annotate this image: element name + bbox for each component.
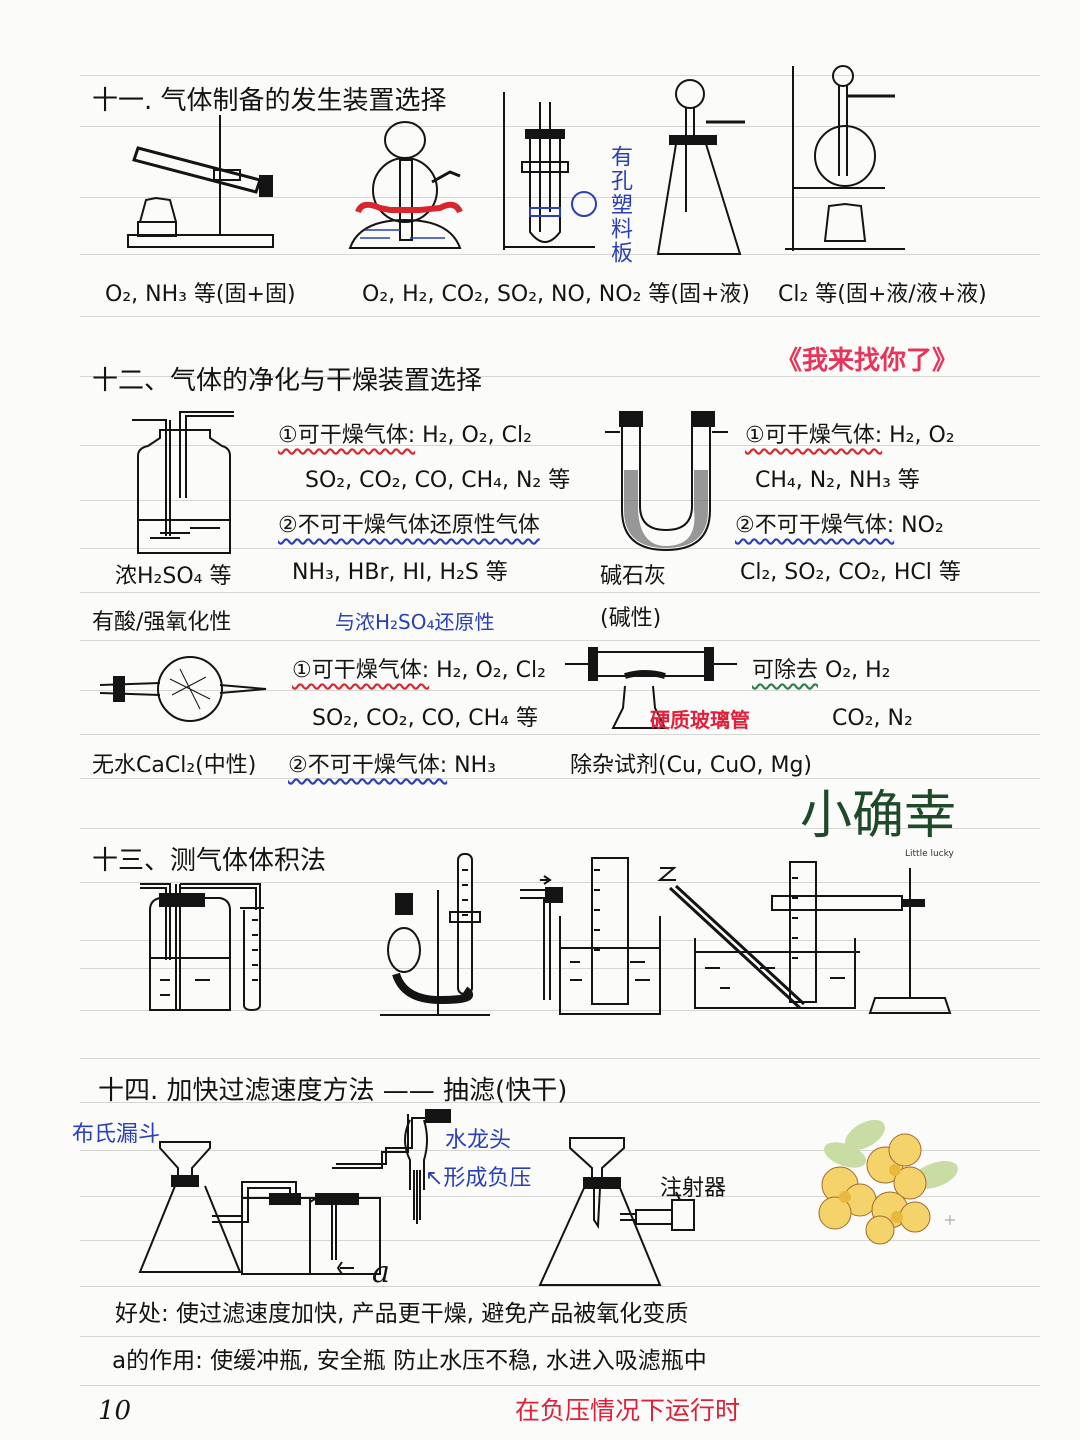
gas-volume-bottle-cylinder-diagram bbox=[140, 880, 280, 1015]
sticker-little-lucky-sub: Little lucky bbox=[905, 849, 954, 859]
gas-burette-diagram bbox=[380, 850, 500, 1020]
solid-solid-apparatus-diagram bbox=[120, 110, 280, 250]
inverted-cylinder-trough-diagram bbox=[660, 858, 950, 1018]
section-13-title: 十三、测气体体积法 bbox=[92, 846, 327, 876]
soda-lime-property: (碱性) bbox=[600, 606, 662, 631]
conc-h2so4-can-dry-line2: SO₂, CO₂, CO, CH₄, N₂ 等 bbox=[305, 468, 571, 493]
benefit-text: 好处: 使过滤速度加快, 产品更干燥, 避免产品被氧化变质 bbox=[115, 1301, 689, 1327]
buchner-funnel-label: 布氏漏斗 bbox=[72, 1122, 161, 1147]
cacl2-can-dry-label: ①可干燥气体: H₂, O₂, Cl₂ bbox=[292, 658, 546, 683]
page-number: 10 bbox=[98, 1396, 132, 1426]
conc-h2so4-can-dry-label: ①可干燥气体: H₂, O₂, Cl₂ bbox=[278, 423, 532, 448]
water-displacement-cylinder-diagram bbox=[520, 850, 660, 1020]
cacl2-cannot-dry: ②不可干燥气体: NH₃ bbox=[288, 753, 496, 778]
solid-solid-label: O₂, NH₃ 等(固+固) bbox=[105, 282, 296, 307]
soda-lime-cannot-dry-label: ②不可干燥气体: NO₂ bbox=[735, 513, 944, 538]
hard-glass-remove-line2: CO₂, N₂ bbox=[832, 706, 913, 731]
heated-liquid-label: Cl₂ 等(固+液/液+液) bbox=[778, 282, 987, 307]
hard-glass-tube-label: 硬质玻璃管 bbox=[650, 708, 750, 732]
section-12-title: 十二、气体的净化与干燥装置选择 bbox=[92, 366, 483, 396]
conc-h2so4-cannot-dry-line: NH₃, HBr, HI, H₂S 等 bbox=[292, 560, 508, 585]
funnel-conical-flask-diagram bbox=[650, 72, 750, 262]
solid-liquid-label: O₂, H₂, CO₂, SO₂, NO, NO₂ 等(固+液) bbox=[362, 282, 750, 307]
a-label: a bbox=[372, 1255, 390, 1290]
flower-decoration-icon bbox=[805, 1119, 958, 1245]
hard-glass-reagent: 除杂试剂(Cu, CuO, Mg) bbox=[570, 753, 813, 778]
hard-glass-remove-label: 可除去 O₂, H₂ bbox=[752, 658, 891, 683]
conc-h2so4-name: 浓H₂SO₄ 等 bbox=[115, 564, 232, 589]
conc-h2so4-note: 与浓H₂SO₄还原性 bbox=[335, 610, 495, 634]
conc-h2so4-cannot-dry-label: ②不可干燥气体还原性气体 bbox=[278, 513, 540, 538]
kipp-generator-diagram bbox=[350, 120, 470, 250]
section-14-title: 十四. 加快过滤速度方法 —— 抽滤(快干) bbox=[98, 1076, 568, 1106]
conc-h2so4-property: 有酸/强氧化性 bbox=[92, 610, 232, 635]
soda-lime-name: 碱石灰 bbox=[600, 564, 667, 589]
sticker-found-you: 《我来找你了》 bbox=[776, 346, 959, 376]
perforated-plate-label: 有孔塑料板 bbox=[607, 145, 632, 265]
a-role-text: a的作用: 使缓冲瓶, 安全瓶 防止水压不稳, 水进入吸滤瓶中 bbox=[112, 1348, 707, 1374]
cacl2-name: 无水CaCl₂(中性) bbox=[92, 753, 257, 778]
drying-tube-cacl2-diagram bbox=[100, 645, 270, 735]
syringe-filtration-diagram bbox=[540, 1130, 740, 1290]
simple-generator-diagram bbox=[500, 92, 600, 252]
hard-glass-tube-diagram bbox=[565, 648, 740, 733]
heated-flask-diagram bbox=[785, 66, 915, 256]
sticker-little-lucky: 小确幸 bbox=[800, 786, 957, 846]
soda-lime-can-dry-line2: CH₄, N₂, NH₃ 等 bbox=[755, 468, 920, 493]
section-11-title: 十一. 气体制备的发生装置选择 bbox=[92, 86, 447, 116]
soda-lime-cannot-dry-line2: Cl₂, SO₂, CO₂, HCl 等 bbox=[740, 560, 961, 585]
suction-filtration-diagram bbox=[130, 1090, 460, 1290]
vacuum-label: ↖形成负压 bbox=[425, 1166, 532, 1191]
soda-lime-can-dry-label: ①可干燥气体: H₂, O₂ bbox=[745, 423, 955, 448]
gas-washing-bottle-diagram bbox=[130, 408, 240, 558]
faucet-label: 水龙头 bbox=[445, 1128, 512, 1153]
cacl2-can-dry-line2: SO₂, CO₂, CO, CH₄ 等 bbox=[312, 706, 538, 731]
red-note: 在负压情况下运行时 bbox=[515, 1396, 741, 1425]
u-tube-soda-lime-diagram bbox=[600, 410, 730, 560]
